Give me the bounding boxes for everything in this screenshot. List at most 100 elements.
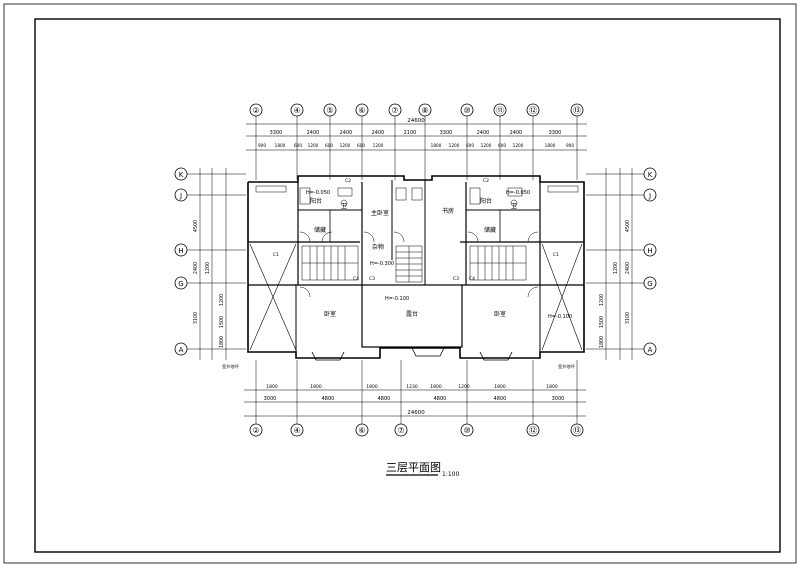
bottom-axis-bubbles: ② ④ ⑥ ⑦ ⑩ ⑫ ⑬ [249,423,584,437]
axis-label: ⑬ [573,106,581,115]
axis-bubble: ⑪ [493,103,507,117]
level-upper-left: H=-0.050 [306,190,330,196]
axis-label: J [648,192,651,200]
top-axis-bubbles: ② ④ ⑤ ⑥ ⑦ ⑧ ⑩ ⑪ ⑫ ⑬ [249,103,584,117]
axis-bubble: ⑫ [526,103,540,117]
right-axis-leaders [586,168,644,360]
dimension-text: 1800 [275,143,286,148]
dimension-text: 1200 [308,143,319,148]
axis-label: ⑦ [397,426,404,435]
dimension-text: 3300 [549,130,562,136]
dimension-text: 600 [294,143,302,148]
axis-bubble: J [174,188,188,202]
axis-bubble: K [174,167,188,181]
dimension-text: 2400 [372,130,385,136]
axis-label: H [178,247,183,255]
room-storage-right: 储藏 [484,226,496,234]
dimension-text: 4800 [322,396,335,402]
dimension-text: 1800 [310,384,322,390]
dimension-text: 1800 [219,336,225,348]
dimension-text: 2400 [625,262,631,274]
axis-bubble: A [174,342,188,356]
dimension-text: 2400 [477,130,490,136]
dimension-text: 3000 [264,396,277,402]
room-balcony-left: 阳台 [310,197,322,205]
top-segment-dimensions: 3300 2400 2400 2400 2100 3300 2400 2400 … [270,130,562,136]
axis-bubble: ④ [290,423,304,437]
window-tag: C3 [453,276,459,282]
axis-bubble: J [643,188,657,202]
dimension-text: 900 [566,143,574,148]
inner-frame [34,18,781,553]
axis-bubble: ⑩ [460,423,474,437]
dimension-text: 1800 [494,384,506,390]
dimension-text: 1800 [430,384,442,390]
dimension-text: 1200 [373,143,384,148]
left-axis-bubbles: K J H G A [174,167,188,356]
dimension-text: 4800 [494,396,507,402]
bottom-axis-leaders [255,360,578,424]
left-axis-leaders [187,168,246,360]
dimension-text: 900 [258,143,266,148]
axis-label: ⑬ [573,426,581,435]
level-terrace: H=-0.100 [385,296,409,302]
axis-bubble: ⑫ [526,423,540,437]
room-terrace: 露台 [406,310,418,318]
outdoor-notes: 室外地坪 室外地坪 [222,363,575,370]
dimension-text: 1200 [449,143,460,148]
dimension-text: 1800 [546,384,558,390]
axis-label: ⑦ [391,106,398,115]
outer-frame [3,3,797,564]
dimension-text: 1200 [219,294,225,306]
stair-left [301,245,359,281]
dimension-text: 3100 [193,312,199,324]
dimension-text: 1800 [266,384,278,390]
axis-label: H [647,247,652,255]
axis-bubble: ⑥ [355,103,369,117]
dimension-text: 600 [466,143,474,148]
dimension-text: 1200 [513,143,524,148]
axis-bubble: ⑩ [460,103,474,117]
top-axis-leaders [255,116,578,180]
dimension-text: 3300 [270,130,283,136]
room-master-bedroom: 主卧室 [371,209,389,217]
right-dimensions: 4500 1200 2400 3100 1200 1500 1800 [599,220,631,348]
bay-windows [311,347,513,361]
room-bath-right: 卫 [511,203,517,210]
overall-dimension-bottom: 24600 [407,410,425,416]
room-bedroom-right: 卧室 [494,310,506,318]
axis-bubble: H [643,243,657,257]
axis-label: ⑫ [529,426,537,435]
axis-bubble: ② [249,423,263,437]
dimension-text: 1230 [406,384,418,390]
dimension-text: 1800 [599,336,605,348]
axis-label: ⑫ [529,106,537,115]
room-balcony-right: 阳台 [480,197,492,205]
dimension-text: 3300 [440,130,453,136]
axis-label: ④ [293,426,300,435]
axis-bubble: ⑦ [388,103,402,117]
axis-label: ② [252,106,259,115]
axis-label: ④ [293,106,300,115]
axis-bubble: ⑤ [323,103,337,117]
dimension-text: 600 [498,143,506,148]
dimension-text: 600 [357,143,365,148]
dimension-text: 1200 [599,294,605,306]
dimension-text: 1200 [205,262,211,274]
room-bath-left: 卫 [341,203,347,210]
axis-label: A [648,346,653,354]
top-dimension-lines [246,123,587,151]
dimension-text: 4500 [193,220,199,232]
note-outdoor-grade-left: 室外地坪 [222,363,239,370]
axis-bubble: ② [249,103,263,117]
dimension-text: 4500 [625,220,631,232]
dimension-text: 600 [325,143,333,148]
axis-label: ⑩ [463,426,470,435]
axis-label: G [178,280,183,288]
dimension-text: 3100 [625,312,631,324]
drawing-scale: 1:100 [442,471,459,478]
dimension-text: 1500 [599,316,605,328]
dimension-text: 1200 [340,143,351,148]
axis-label: ⑧ [421,106,428,115]
bottom-dimension-lines [244,389,586,417]
